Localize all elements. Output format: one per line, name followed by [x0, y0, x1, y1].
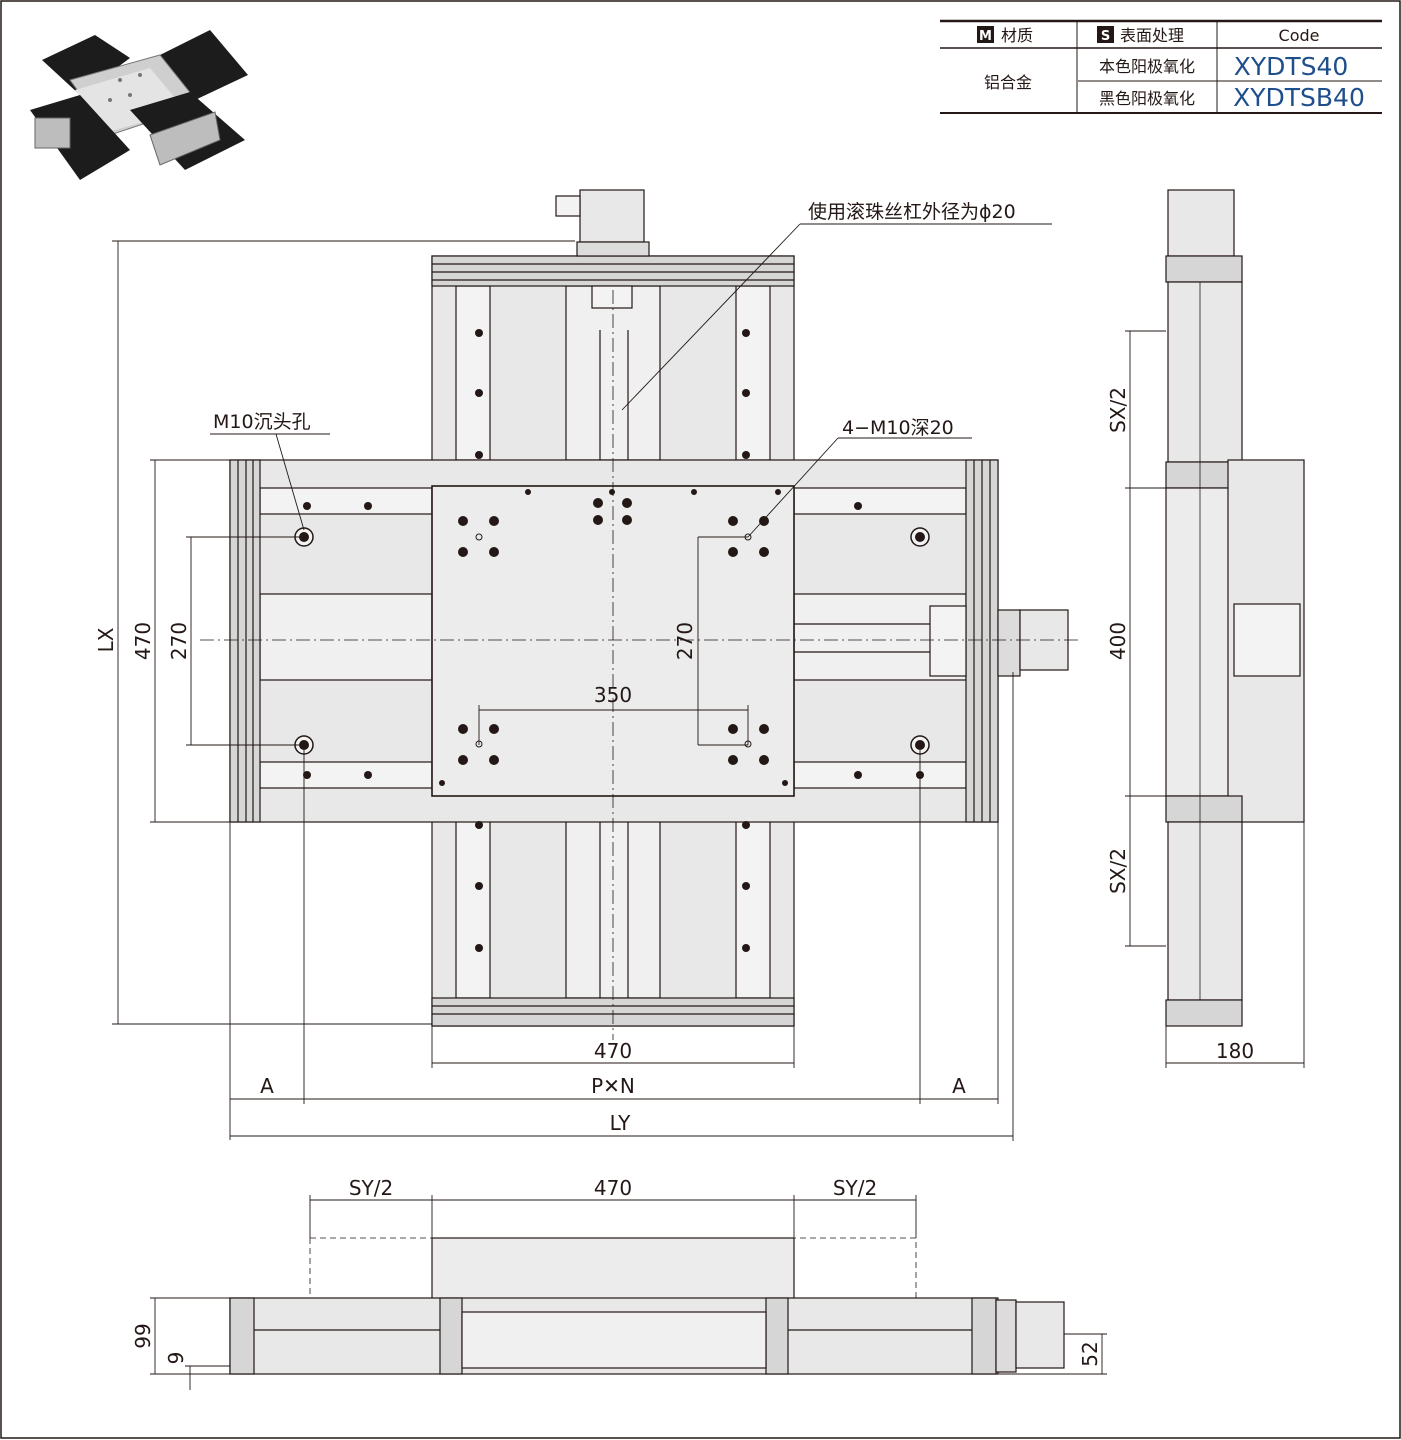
front-view — [229, 1237, 1065, 1375]
mounting-holes — [294, 329, 930, 952]
counterbore-callout: M10沉头孔 — [213, 411, 311, 433]
code-header: Code — [1279, 26, 1320, 45]
dim-99: 99 — [131, 1323, 155, 1348]
dim-470-vertical: 470 — [131, 622, 155, 660]
dimension-lines — [112, 223, 1305, 1390]
dim-52: 52 — [1078, 1341, 1102, 1366]
dim-ly: LY — [610, 1111, 631, 1135]
side-view — [1165, 189, 1305, 1027]
dim-lx: LX — [94, 627, 118, 652]
tapped-holes-callout: 4−M10深20 — [842, 417, 954, 439]
dim-270-left: 270 — [167, 622, 191, 660]
surface-badge: S — [1101, 29, 1110, 44]
dim-270-center: 270 — [673, 622, 697, 660]
dim-sx2-bottom: SX/2 — [1106, 848, 1130, 894]
product-photo — [30, 30, 248, 180]
material-header: 材质 — [1001, 26, 1033, 45]
material-value: 铝合金 — [984, 73, 1032, 92]
dim-pxn: P✕N — [591, 1074, 635, 1098]
dim-400: 400 — [1106, 622, 1130, 660]
surface-header: 表面处理 — [1120, 26, 1184, 45]
code-row-1: XYDTS40 — [1234, 52, 1349, 81]
dim-sx2-top: SX/2 — [1106, 387, 1130, 433]
dim-a-right: A — [952, 1074, 966, 1098]
dim-470-front: 470 — [594, 1176, 632, 1200]
dim-sy2-right: SY/2 — [833, 1176, 877, 1200]
dim-a-left: A — [260, 1074, 274, 1098]
material-badge: M — [979, 29, 992, 44]
dim-350: 350 — [594, 683, 632, 707]
surface-row-1: 本色阳极氧化 — [1099, 57, 1195, 76]
spec-table — [940, 19, 1382, 114]
code-row-2: XYDTSB40 — [1233, 83, 1365, 112]
ballscrew-callout: 使用滚珠丝杠外径为ϕ20 — [808, 201, 1016, 223]
dim-180: 180 — [1216, 1039, 1254, 1063]
dim-sy2-left: SY/2 — [349, 1176, 393, 1200]
surface-row-2: 黑色阳极氧化 — [1099, 89, 1195, 108]
dim-470-horizontal: 470 — [594, 1039, 632, 1063]
dim-9: 9 — [164, 1352, 188, 1365]
top-view — [200, 189, 1080, 1040]
